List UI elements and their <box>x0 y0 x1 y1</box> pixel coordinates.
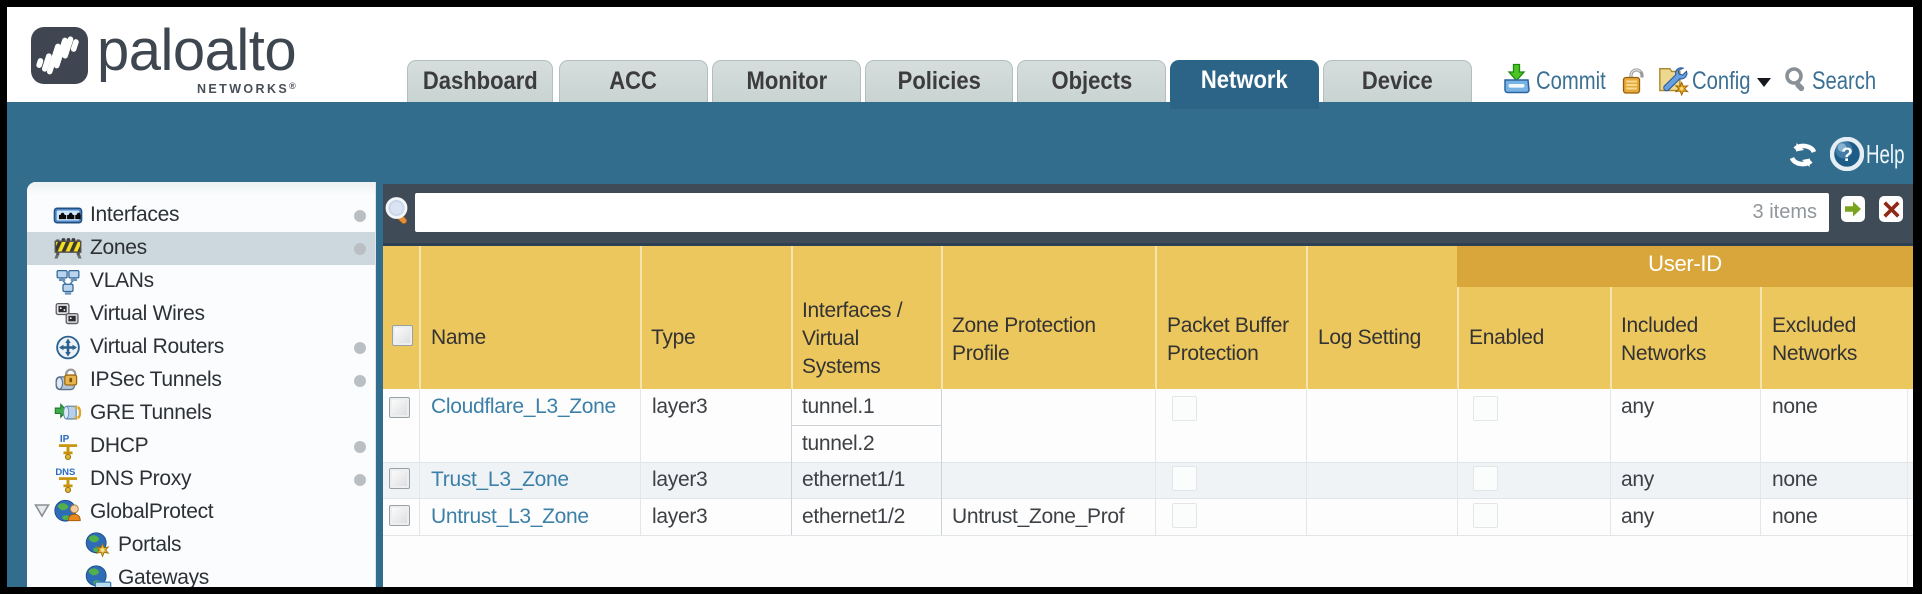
svg-text:IP: IP <box>60 434 70 445</box>
svg-text:DNS: DNS <box>55 467 75 478</box>
svg-text:?: ? <box>1841 145 1853 166</box>
